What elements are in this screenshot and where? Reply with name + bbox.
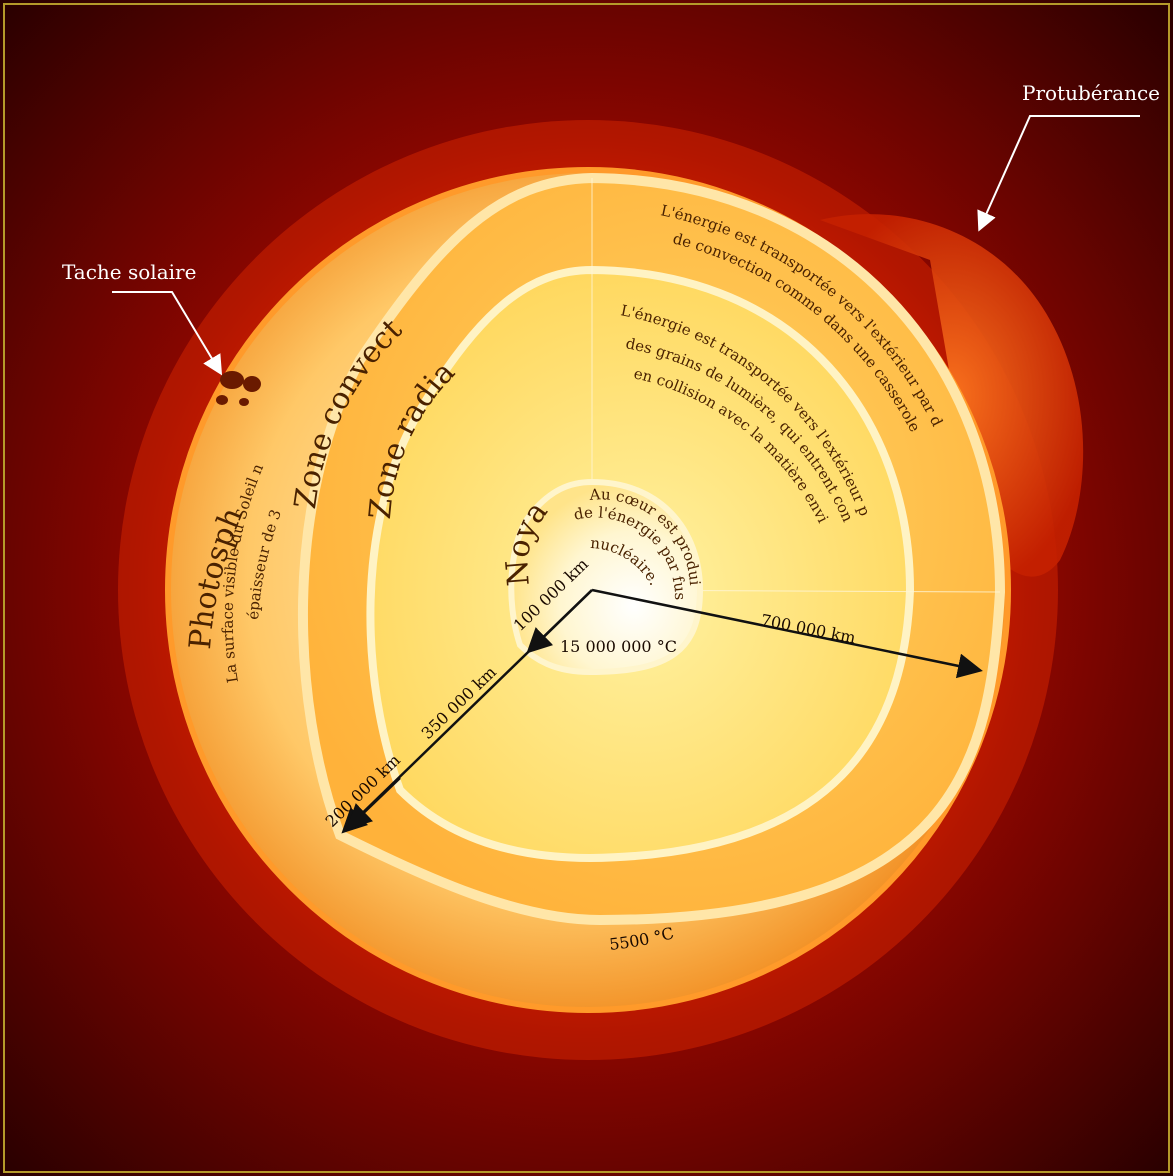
frame bbox=[3, 3, 1170, 1173]
sunspot-label: Tache solaire bbox=[62, 260, 196, 284]
arrow-700000 bbox=[591, 588, 983, 679]
core bbox=[508, 478, 704, 676]
prominence-callout-line bbox=[977, 115, 1140, 232]
prominence bbox=[820, 214, 1084, 577]
arrow-100000 bbox=[526, 589, 593, 654]
prominence-label: Protubérance bbox=[1022, 81, 1160, 105]
sunspot-group bbox=[216, 371, 261, 406]
sunspot-callout-line bbox=[112, 291, 223, 376]
core-temperature: 15 000 000 °C bbox=[560, 637, 677, 656]
arrow-200000 bbox=[346, 777, 401, 830]
